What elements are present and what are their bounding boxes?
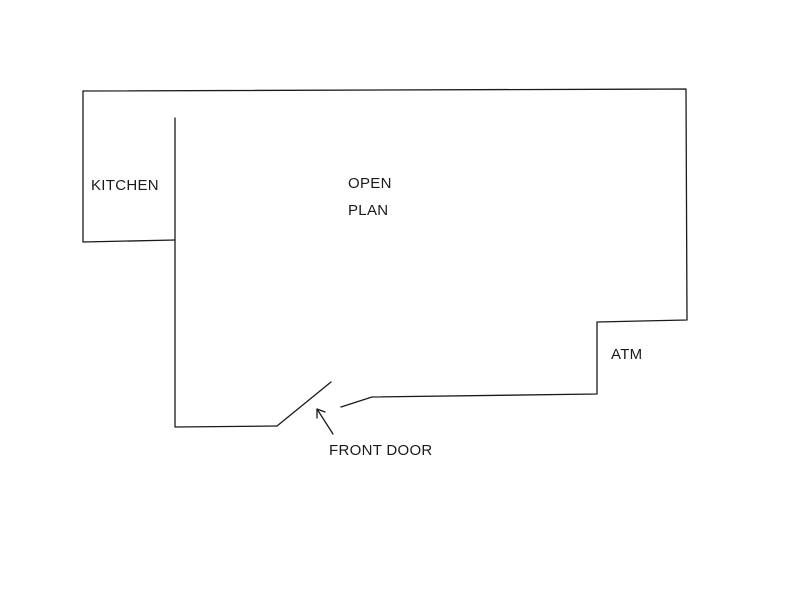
kitchen-wall [82, 90, 176, 243]
kitchen-label: KITCHEN [91, 177, 159, 194]
outer-wall-top-right [82, 88, 688, 408]
open-plan-left-wall [174, 117, 278, 428]
open-plan-label-line2: PLAN [348, 202, 389, 219]
front-door-label: FRONT DOOR [329, 442, 433, 459]
front-door-arrow-shaft [316, 408, 334, 435]
front-door-leaf [276, 381, 332, 427]
atm-label: ATM [611, 346, 643, 363]
front-door-arrow-head [316, 408, 326, 419]
open-plan-label-line1: OPEN [348, 175, 392, 192]
